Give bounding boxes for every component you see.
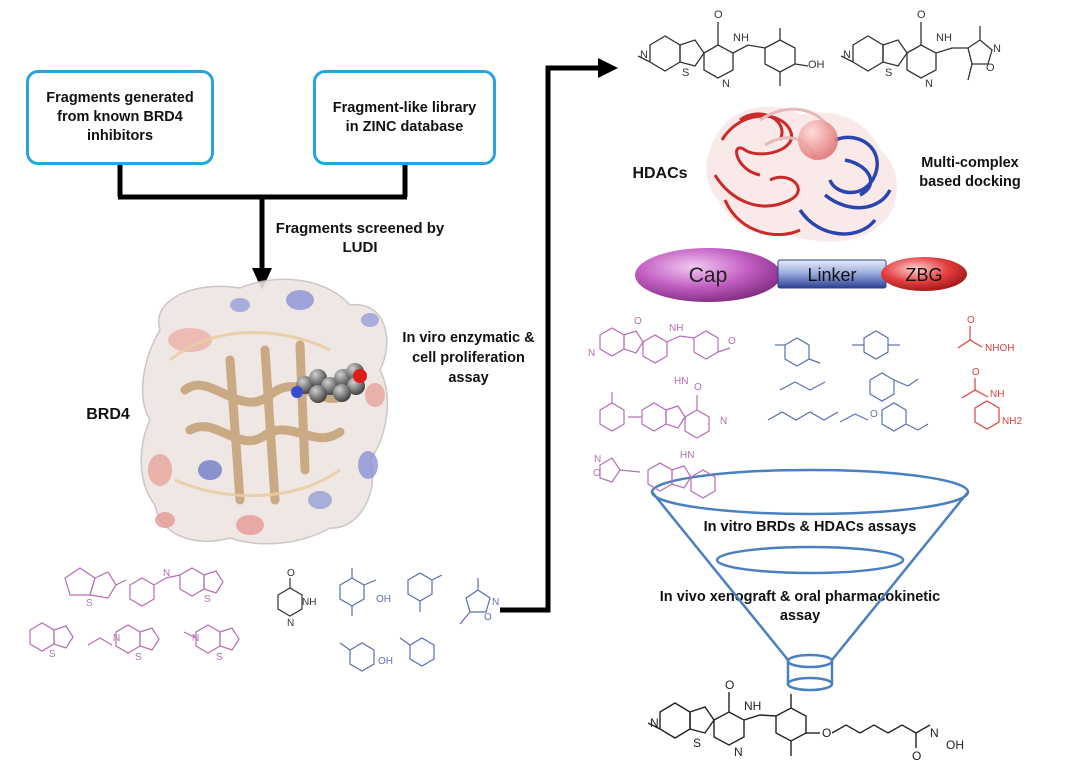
svg-text:O: O xyxy=(714,9,723,21)
down-arrowhead xyxy=(252,268,272,290)
svg-text:N: N xyxy=(287,618,294,629)
svg-text:S: S xyxy=(49,649,56,660)
cap-fragments xyxy=(599,327,731,499)
svg-text:O: O xyxy=(634,316,642,327)
zbg-ellipse xyxy=(881,257,967,291)
svg-text:HN: HN xyxy=(674,376,688,387)
lead-molecule-1 xyxy=(637,22,809,86)
svg-text:S: S xyxy=(135,652,142,663)
svg-text:N: N xyxy=(594,454,601,465)
right-arrowhead xyxy=(598,58,618,78)
svg-text:O: O xyxy=(967,315,975,326)
known-fragments-box: Fragments generated from known BRD4 inhi… xyxy=(26,70,214,165)
svg-text:N: N xyxy=(722,78,730,90)
cap-text: Cap xyxy=(689,264,728,287)
brd4-fragments-pink-atoms: S N S S N S N S xyxy=(49,568,223,663)
svg-text:NH: NH xyxy=(990,389,1004,400)
svg-text:NH: NH xyxy=(669,323,683,334)
svg-text:O: O xyxy=(917,9,926,21)
zinc-library-text: Fragment-like library in ZINC database xyxy=(332,99,477,135)
svg-text:N: N xyxy=(930,726,939,740)
svg-text:NH: NH xyxy=(744,699,761,713)
cap-fragment-atoms: O NH N O HN O N HN N O xyxy=(588,316,736,479)
linker-fragment-atoms: O xyxy=(870,409,878,420)
svg-text:O: O xyxy=(287,568,295,579)
lead-molecule-1-atoms: O NH N S N OH xyxy=(640,9,825,90)
svg-text:N: N xyxy=(925,78,933,90)
svg-text:S: S xyxy=(682,67,689,79)
svg-text:OH: OH xyxy=(376,594,391,605)
pharmacophore-model: Cap Linker ZBG xyxy=(635,248,967,302)
merge-connector xyxy=(117,165,408,270)
lead-molecule-2-atoms: O NH N S N N O xyxy=(843,9,1001,90)
linker-text: Linker xyxy=(807,265,856,285)
known-fragments-text: Fragments generated from known BRD4 inhi… xyxy=(46,90,194,144)
svg-text:N: N xyxy=(734,745,743,759)
svg-text:N: N xyxy=(843,49,851,61)
brd4-label: BRD4 xyxy=(86,406,130,423)
lead-molecule-2 xyxy=(840,22,993,81)
zbg-text: ZBG xyxy=(905,265,942,285)
svg-text:NH: NH xyxy=(733,32,749,44)
brd4-fragments-blue-atoms: OH OH N O xyxy=(376,594,499,667)
svg-text:N: N xyxy=(640,49,648,61)
svg-text:O: O xyxy=(912,749,921,763)
svg-text:OH: OH xyxy=(378,656,393,667)
svg-text:HN: HN xyxy=(680,450,694,461)
svg-text:NH2: NH2 xyxy=(1002,416,1022,427)
hdacs-label: HDACs xyxy=(632,165,688,182)
svg-text:O: O xyxy=(822,726,831,740)
final-compound-atoms: O NH N S N O O N OH xyxy=(650,678,964,763)
cap-ellipse xyxy=(635,248,781,302)
svg-text:N: N xyxy=(113,633,120,644)
svg-text:S: S xyxy=(204,594,211,605)
svg-text:O: O xyxy=(728,336,736,347)
svg-text:O: O xyxy=(484,612,492,623)
svg-text:O: O xyxy=(694,382,702,393)
brd4-protein-image xyxy=(140,278,389,545)
zinc-library-box: Fragment-like library in ZINC database xyxy=(313,70,496,165)
svg-text:N: N xyxy=(192,633,199,644)
svg-text:O: O xyxy=(986,62,995,74)
svg-text:NHOH: NHOH xyxy=(985,343,1014,354)
svg-text:NH: NH xyxy=(936,32,952,44)
svg-text:S: S xyxy=(86,598,93,609)
assay-label: In viro enzymatic & cell proliferation a… xyxy=(402,330,535,386)
svg-text:O: O xyxy=(725,678,734,692)
svg-text:N: N xyxy=(993,43,1001,55)
final-compound xyxy=(647,692,931,756)
svg-text:N: N xyxy=(720,416,727,427)
brd4-fragments-pink xyxy=(29,567,240,654)
svg-text:O: O xyxy=(870,409,878,420)
svg-text:NH: NH xyxy=(302,597,316,608)
zbg-fragment-atoms: O NHOH O NH NH2 xyxy=(967,315,1022,427)
brd4-fragments-black-atoms: O NH N xyxy=(287,568,316,629)
route-arrow xyxy=(500,65,600,613)
svg-text:O: O xyxy=(593,468,601,479)
hdac-protein-image xyxy=(706,106,897,242)
svg-text:N: N xyxy=(492,597,499,608)
screening-label: Fragments screened by LUDI xyxy=(275,220,445,256)
brd4-fragments-black xyxy=(277,578,303,617)
svg-text:N: N xyxy=(650,716,659,730)
funnel-stage2-label: In vivo xenograft & oral pharmacokinetic… xyxy=(659,589,941,624)
svg-text:S: S xyxy=(693,736,701,750)
svg-text:S: S xyxy=(216,652,223,663)
svg-text:S: S xyxy=(885,67,892,79)
zbg-fragments xyxy=(957,326,1000,430)
svg-text:OH: OH xyxy=(946,738,964,752)
brd4-fragments-blue xyxy=(339,568,491,672)
funnel-stage1-label: In vitro BRDs & HDACs assays xyxy=(703,519,917,535)
ligand-spheres xyxy=(291,363,367,403)
svg-text:OH: OH xyxy=(808,59,825,71)
svg-text:O: O xyxy=(972,367,980,378)
svg-text:N: N xyxy=(588,348,595,359)
linker-fragments xyxy=(767,330,929,432)
svg-text:N: N xyxy=(163,568,170,579)
screening-funnel xyxy=(650,468,970,692)
docking-label: Multi-complex based docking xyxy=(919,155,1021,190)
